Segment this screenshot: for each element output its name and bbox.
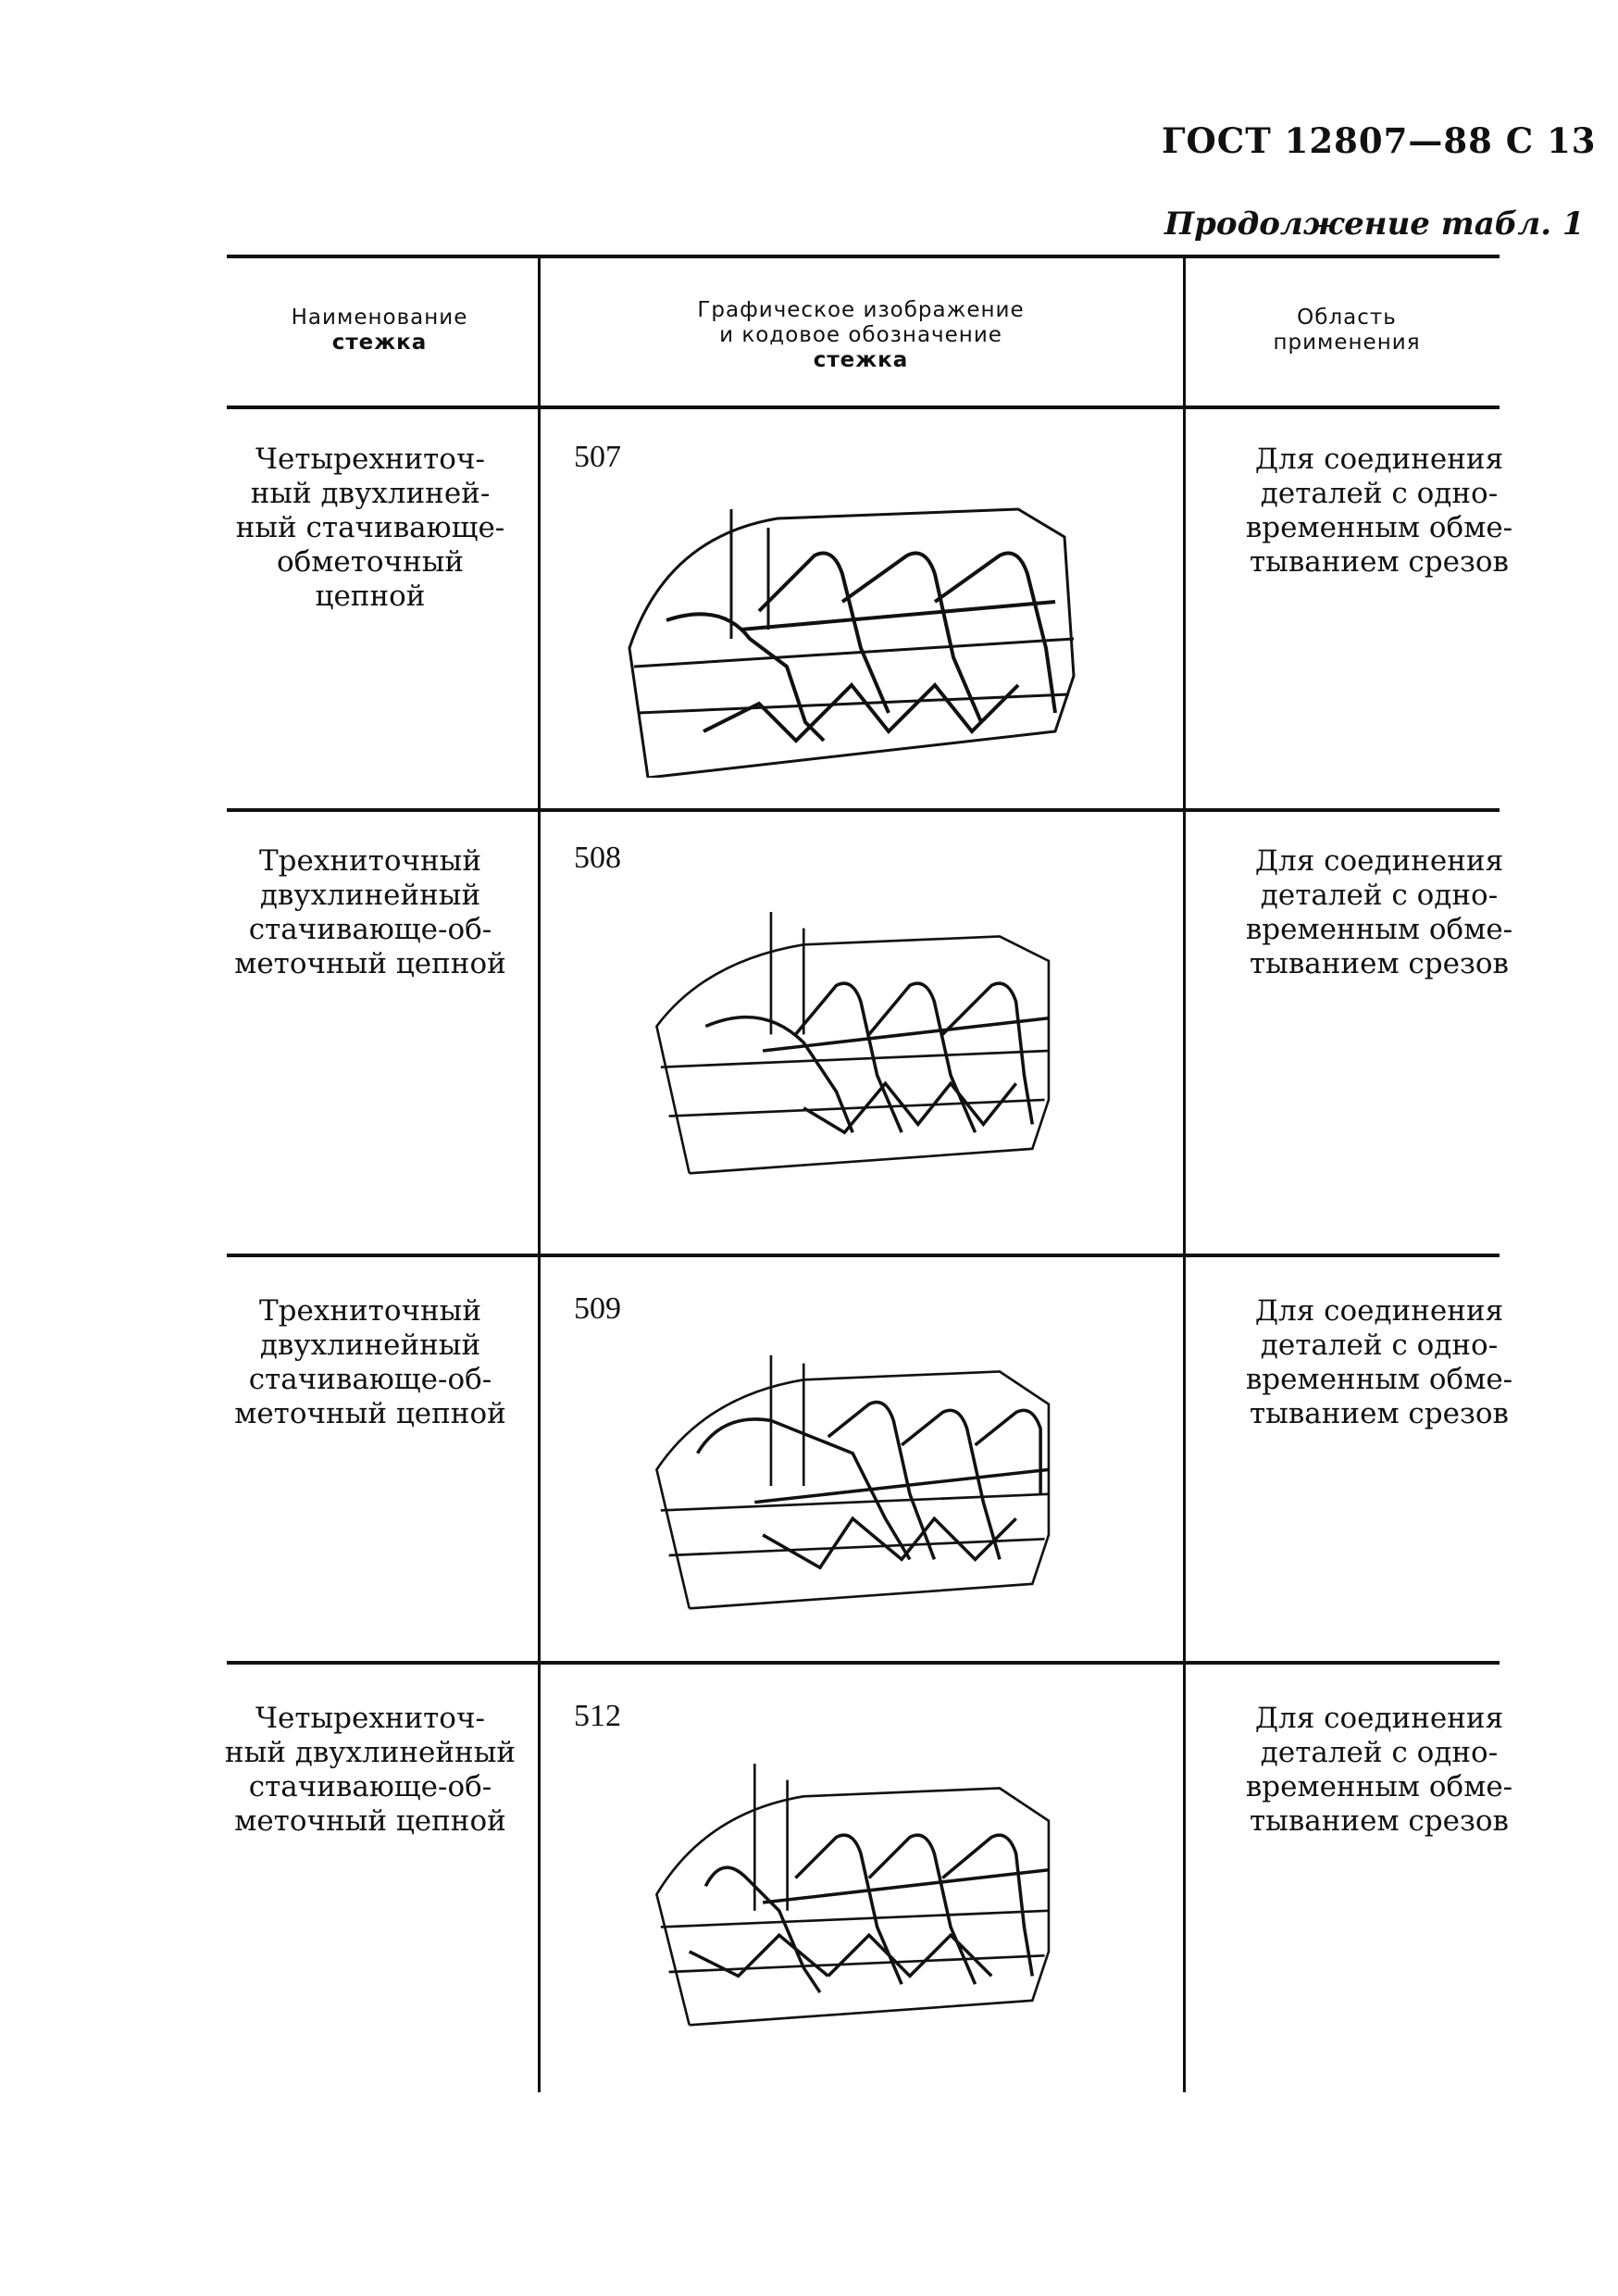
header-graphic-line: и кодовое обозначение — [719, 323, 1002, 347]
stitch-diagram — [611, 1764, 1111, 2041]
stitch-code: 512 — [574, 1699, 621, 1733]
usage-line: временным обме- — [1245, 1770, 1513, 1803]
stitch-name: Трехниточный двухлинейный стачивающе-об-… — [222, 844, 518, 981]
usage-line: временным обме- — [1245, 1363, 1513, 1396]
usage-description: Для соединения деталей с одно- временным… — [1203, 1702, 1555, 1839]
stitch-name-line: стачивающе-об- — [248, 913, 492, 946]
header-name-column: Наименование стежка — [241, 306, 518, 356]
header-usage-line: применения — [1273, 331, 1421, 355]
stitch-name-line: обметочный — [276, 545, 465, 579]
stitch-name: Четырехниточ- ный двухлиней- ный стачива… — [222, 443, 518, 614]
stitch-name-line: двухлинейный — [259, 1329, 481, 1362]
page-identifier: ГОСТ 12807—88 С 13 — [1162, 120, 1597, 161]
usage-line: тыванием срезов — [1250, 947, 1509, 980]
usage-line: деталей с одно- — [1260, 1329, 1499, 1362]
stitch-name: Трехниточный двухлинейный стачивающе-об-… — [222, 1294, 518, 1431]
stitch-name-line: ный двухлинейный — [224, 1736, 517, 1769]
table-continuation-label: Продолжение табл. 1 — [1164, 206, 1585, 243]
header-usage-column: Область применения — [1203, 306, 1490, 356]
stitch-name-line: меточный цепной — [234, 1804, 506, 1838]
usage-description: Для соединения деталей с одно- временным… — [1203, 844, 1555, 981]
usage-line: деталей с одно- — [1260, 1736, 1499, 1769]
header-name-line: стежка — [331, 331, 428, 355]
usage-line: Для соединения — [1254, 443, 1504, 476]
stitch-name-line: ный стачивающе- — [235, 511, 505, 544]
stitch-code: 508 — [574, 841, 621, 875]
stitch-code: 509 — [574, 1292, 621, 1326]
usage-line: тыванием срезов — [1250, 1804, 1509, 1838]
stitch-diagram — [611, 1347, 1111, 1625]
stitch-name: Четырехниточ- ный двухлинейный стачивающ… — [222, 1702, 518, 1839]
header-graphic-line: стежка — [813, 348, 909, 372]
usage-line: Для соединения — [1254, 844, 1504, 878]
stitch-diagram — [611, 500, 1111, 780]
usage-description: Для соединения деталей с одно- временным… — [1203, 443, 1555, 580]
stitch-name-line: ный двухлиней- — [250, 477, 491, 510]
usage-line: тыванием срезов — [1250, 1397, 1509, 1430]
header-bottom-rule — [227, 406, 1500, 409]
row-divider — [227, 808, 1500, 812]
usage-description: Для соединения деталей с одно- временным… — [1203, 1294, 1555, 1431]
header-graphic-line: Графическое изображение — [697, 298, 1025, 322]
usage-line: Для соединения — [1254, 1294, 1504, 1328]
column-divider — [1183, 255, 1186, 2092]
usage-line: деталей с одно- — [1260, 879, 1499, 912]
table-top-rule — [227, 255, 1500, 258]
header-name-line: Наименование — [291, 306, 468, 330]
header-usage-line: Область — [1297, 306, 1397, 330]
stitch-name-line: стачивающе-об- — [248, 1363, 492, 1396]
stitch-name-line: Четырехниточ- — [255, 443, 485, 476]
stitch-name-line: цепной — [315, 580, 426, 613]
header-graphic-column: Графическое изображение и кодовое обозна… — [555, 298, 1166, 373]
usage-line: тыванием срезов — [1250, 545, 1509, 579]
usage-line: временным обме- — [1245, 511, 1513, 544]
usage-line: Для соединения — [1254, 1702, 1504, 1735]
stitch-code: 507 — [574, 440, 621, 474]
usage-line: временным обме- — [1245, 913, 1513, 946]
stitch-name-line: стачивающе-об- — [248, 1770, 492, 1803]
stitch-name-line: Трехниточный — [259, 1294, 481, 1328]
row-divider — [227, 1254, 1500, 1257]
stitch-name-line: Четырехниточ- — [255, 1702, 485, 1735]
stitch-diagram — [611, 912, 1111, 1190]
usage-line: деталей с одно- — [1260, 477, 1499, 510]
stitch-name-line: двухлинейный — [259, 879, 481, 912]
column-divider — [538, 255, 541, 2092]
stitch-name-line: Трехниточный — [259, 844, 481, 878]
stitch-name-line: меточный цепной — [234, 947, 506, 980]
stitch-name-line: меточный цепной — [234, 1397, 506, 1430]
row-divider — [227, 1661, 1500, 1665]
